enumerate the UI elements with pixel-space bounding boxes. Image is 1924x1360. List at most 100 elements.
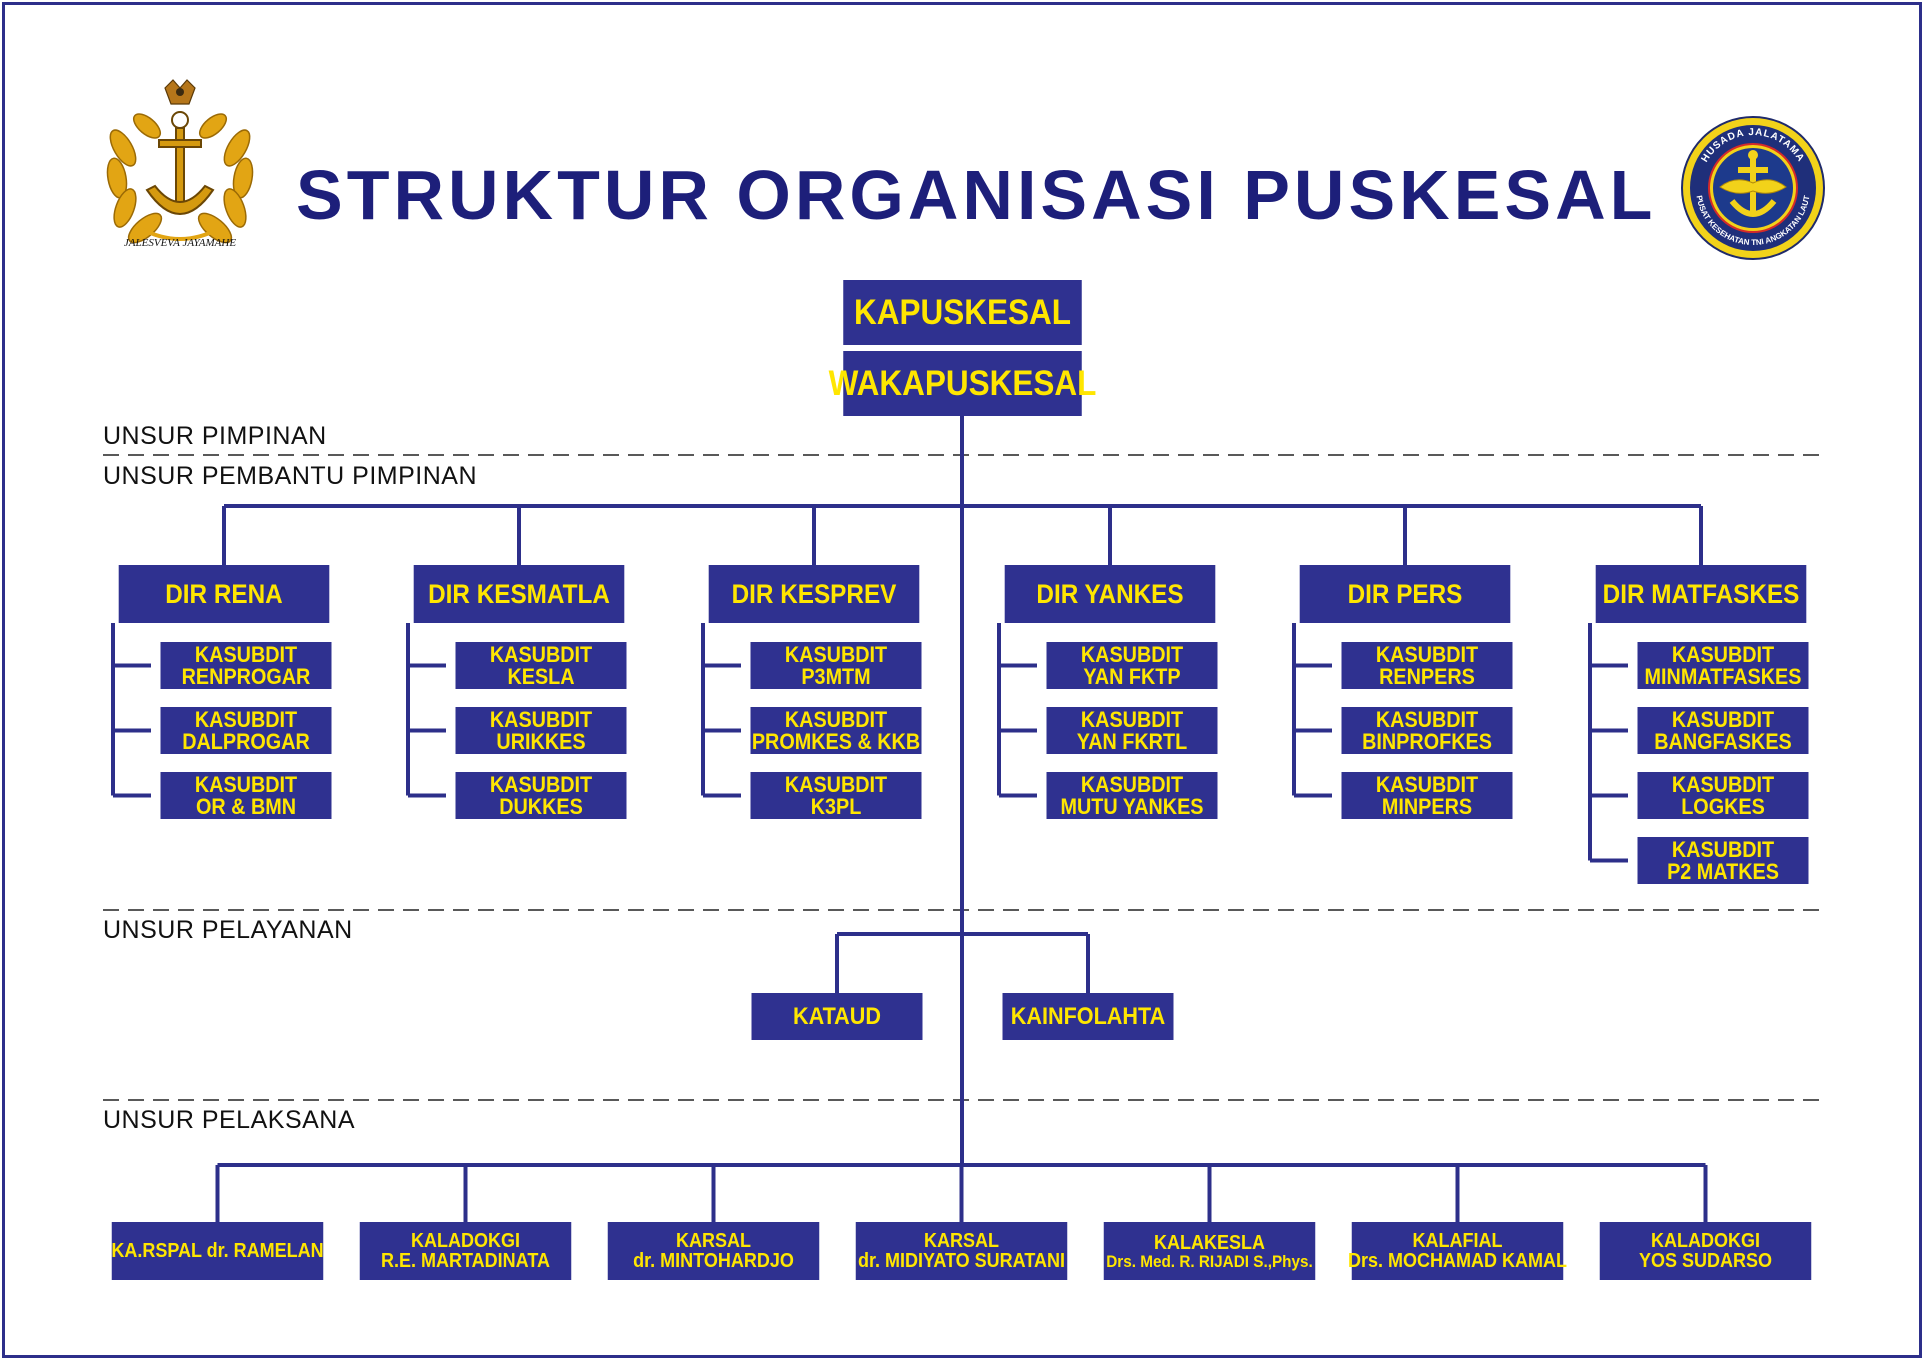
executor-label-line-2: Drs. Med. R. RIJADI S.,Phys. <box>1106 1251 1313 1271</box>
subdirectorate-label-line-2: PROMKES & KKB <box>751 728 921 754</box>
service-box-2: KAINFOLAHTA <box>1002 993 1174 1040</box>
subdirectorate-label-line-1: KASUBDIT <box>489 706 593 732</box>
subdirectorate-label-line-2: KESLA <box>507 663 575 689</box>
executor-label-line-1: KALADOKGI <box>410 1230 520 1252</box>
subdirectorate-label-line-1: KASUBDIT <box>194 706 298 732</box>
subdirectorate-label-line-1: KASUBDIT <box>1671 771 1775 797</box>
subdirectorate-label-line-1: KASUBDIT <box>784 771 888 797</box>
subdirectorate-label-line-1: KASUBDIT <box>784 641 888 667</box>
subdirectorate-label-line-1: KASUBDIT <box>489 771 593 797</box>
executor-label-line-1: KALAFIAL <box>1412 1230 1503 1252</box>
executor-label-line-1: KARSAL <box>923 1230 1000 1252</box>
subdirectorate-label-line-1: KASUBDIT <box>1671 641 1775 667</box>
directorate-box-1: DIR RENA <box>118 565 330 623</box>
subdirectorate-label-line-1: KASUBDIT <box>194 771 298 797</box>
navy-anchor-emblem-icon: JALESVEVA JAYAMAHE <box>95 78 265 253</box>
subdirectorate-label-line-1: KASUBDIT <box>1080 771 1184 797</box>
executor-label-line-2: dr. MINTOHARDJO <box>633 1250 794 1272</box>
subdirectorate-label-line-2: BINPROFKES <box>1362 728 1492 754</box>
subdirectorate-label-line-1: KASUBDIT <box>194 641 298 667</box>
directorate-box-3: DIR KESPREV <box>708 565 920 623</box>
subdirectorate-label-line-2: BANGFASKES <box>1654 728 1792 754</box>
executor-label-line-2: dr. MIDIYATO SURATANI <box>857 1250 1066 1272</box>
wakapuskesal-label: WAKAPUSKESAL <box>828 364 1097 403</box>
directorate-box-2: DIR KESMATLA <box>413 565 625 623</box>
kapuskesal-box: KAPUSKESAL <box>843 280 1082 345</box>
subdirectorate-label-line-1: KASUBDIT <box>1080 706 1184 732</box>
wakapuskesal-box: WAKAPUSKESAL <box>829 351 1096 416</box>
subdirectorate-label-line-1: KASUBDIT <box>489 641 593 667</box>
subdirectorate-label-line-1: KASUBDIT <box>1375 706 1479 732</box>
emblem-motto: JALESVEVA JAYAMAHE <box>124 237 236 249</box>
executor-label-line-2: YOS SUDARSO <box>1638 1250 1773 1272</box>
subdirectorate-label-line-2: P2 MATKES <box>1667 858 1779 884</box>
executor-label-line-1: KA.RSPAL dr. RAMELAN <box>111 1240 324 1262</box>
subdirectorate-label-line-1: KASUBDIT <box>1671 706 1775 732</box>
kapuskesal-label: KAPUSKESAL <box>853 293 1072 332</box>
section-label-pelaksana: UNSUR PELAKSANA <box>103 1106 356 1134</box>
executor-label-line-2: Drs. MOCHAMAD KAMAL <box>1348 1250 1568 1272</box>
directorate-box-6: DIR MATFASKES <box>1595 565 1807 623</box>
section-label-pimpinan: UNSUR PIMPINAN <box>103 422 327 450</box>
page-title: STRUKTUR ORGANISASI PUSKESAL <box>296 156 1657 234</box>
subdirectorate-label-line-2: YAN FKRTL <box>1076 728 1188 754</box>
executor-label-line-1: KALAKESLA <box>1153 1231 1266 1254</box>
subdirectorate-label-line-1: KASUBDIT <box>1080 641 1184 667</box>
executor-label-line-1: KALADOKGI <box>1650 1230 1760 1252</box>
directorate-box-4-line-1: DIR YANKES <box>1036 578 1184 609</box>
subdirectorate-label-line-2: LOGKES <box>1681 793 1765 819</box>
executor-label-line-1: KARSAL <box>675 1230 752 1252</box>
section-label-pelayanan: UNSUR PELAYANAN <box>103 916 353 944</box>
subdirectorate-label-line-2: RENPROGAR <box>181 663 311 689</box>
subdirectorate-label-line-2: MUTU YANKES <box>1060 793 1204 819</box>
subdirectorate-label-line-2: MINMATFASKES <box>1644 663 1802 689</box>
directorate-box-6-line-1: DIR MATFASKES <box>1602 578 1800 609</box>
puskesal-seal-icon: HUSADA JALATAMA PUSAT KESEHATAN TNI ANGK… <box>1680 115 1826 261</box>
subdirectorate-label-line-2: RENPERS <box>1379 663 1475 689</box>
directorate-box-5-line-1: DIR PERS <box>1347 578 1463 609</box>
executor-label-line-2: R.E. MARTADINATA <box>380 1250 550 1272</box>
service-label: KATAUD <box>792 1002 881 1030</box>
subdirectorate-label-line-2: OR & BMN <box>195 793 297 819</box>
subdirectorate-label-line-2: YAN FKTP <box>1083 663 1181 689</box>
directorate-box-2-line-1: DIR KESMATLA <box>428 578 610 609</box>
subdirectorate-label-line-1: KASUBDIT <box>1671 836 1775 862</box>
directorate-box-3-line-1: DIR KESPREV <box>731 578 897 609</box>
directorate-box-4: DIR YANKES <box>1004 565 1216 623</box>
directorate-box-1-line-1: DIR RENA <box>165 578 283 609</box>
directorate-box-5: DIR PERS <box>1299 565 1511 623</box>
subdirectorate-label-line-1: KASUBDIT <box>1375 641 1479 667</box>
service-label: KAINFOLAHTA <box>1010 1002 1166 1030</box>
subdirectorate-label-line-2: DUKKES <box>499 793 583 819</box>
subdirectorate-label-line-2: MINPERS <box>1381 793 1473 819</box>
subdirectorate-label-line-2: K3PL <box>810 793 862 819</box>
service-box-1: KATAUD <box>751 993 923 1040</box>
